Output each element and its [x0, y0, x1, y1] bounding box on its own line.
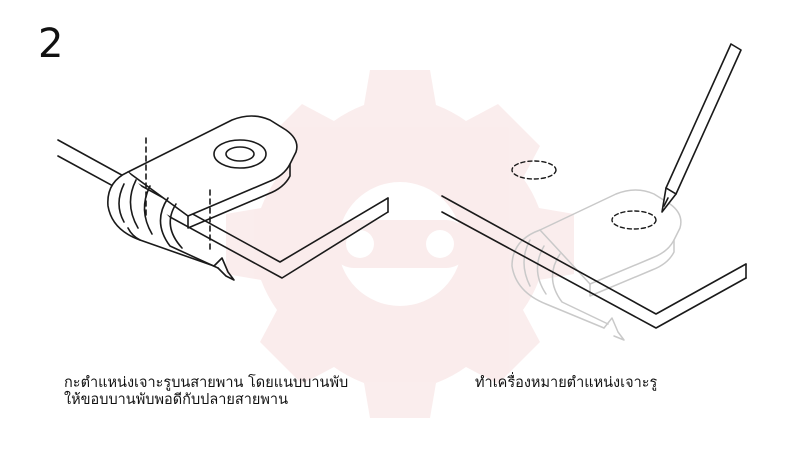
hole-markings	[511, 160, 657, 230]
caption-right: ทำเครื่องหมายตำแหน่งเจาะรู	[475, 375, 775, 392]
left-figure	[57, 115, 389, 281]
step-number: 2	[38, 21, 64, 67]
caption-left: กะตำแหน่งเจาะรูบนสายพาน โดยแนบบานพับ ให้…	[64, 375, 394, 409]
hinge-left	[107, 115, 298, 281]
alignment-guides	[145, 137, 211, 253]
hole-mark-preview	[511, 160, 557, 180]
caption-left-line-2: ให้ขอบบานพับพอดีกับปลายสายพาน	[64, 392, 288, 408]
gear-watermark-icon	[226, 70, 574, 418]
hinge-right-ghost	[511, 189, 682, 341]
pen-icon	[661, 43, 742, 213]
caption-right-line-1: ทำเครื่องหมายตำแหน่งเจาะรู	[475, 375, 658, 391]
caption-left-line-1: กะตำแหน่งเจาะรูบนสายพาน โดยแนบบานพับ	[64, 375, 349, 391]
hole-mark-on-hinge	[611, 210, 657, 230]
belt-right	[441, 195, 747, 329]
right-figure	[441, 43, 747, 341]
